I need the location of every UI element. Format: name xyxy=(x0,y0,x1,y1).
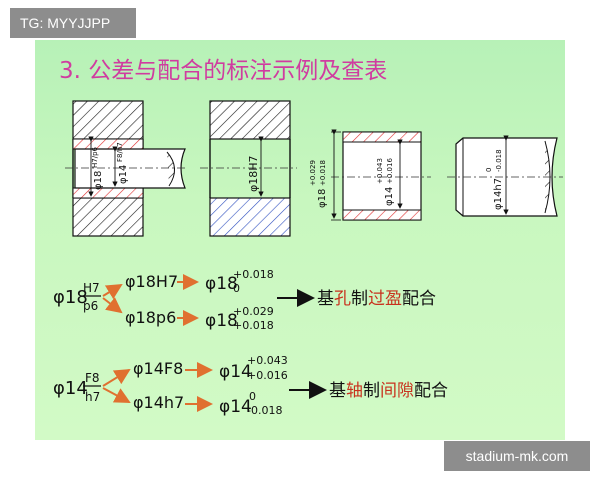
bushing-inner-dim: φ14 xyxy=(384,187,395,206)
assembly-shaft-dim: φ14 xyxy=(118,165,129,184)
slide-title: 3. 公差与配合的标注示例及查表 xyxy=(59,58,387,84)
assembly-shaft-fit: F8/h7 xyxy=(116,142,124,162)
bushing-outer-dim: φ18 xyxy=(317,189,328,208)
assembly-dim: φ18 xyxy=(93,171,104,190)
fit1-shaft-dim: φ18 xyxy=(205,311,238,331)
hole-label: φ18H7 xyxy=(247,155,260,192)
fit1-shaft-code: φ18p6 xyxy=(125,308,176,327)
slide: 3. 公差与配合的标注示例及查表 φ18 H7/p6 φ14 F8/h7 xyxy=(35,40,565,440)
fit-row-2: φ14 F8 h7 φ14F8 φ14h7 φ14 +0.043 +0.016 … xyxy=(53,354,448,417)
fit1-hole-upper: +0.018 xyxy=(233,268,274,281)
fit2-shaft-lower: -0.018 xyxy=(247,404,282,417)
fit2-result: 基轴制间隙配合 xyxy=(329,381,448,401)
bushing-drawing: φ18 +0.029 +0.018 φ14 +0.043 +0.016 xyxy=(309,129,431,221)
fit1-base: φ18 xyxy=(53,287,88,308)
fit2-hole-upper: +0.043 xyxy=(247,354,288,367)
fit1-shaft-lower: +0.018 xyxy=(233,319,274,332)
fit1-hole-lower: 0 xyxy=(233,282,240,295)
shaft-dim: φ14h7 xyxy=(493,178,504,210)
fit2-hole-code: φ14F8 xyxy=(133,359,183,378)
fit2-hole-dim: φ14 xyxy=(219,362,252,382)
fit-row-1: φ18 H7 p6 φ18H7 φ18p6 φ18 +0.018 0 φ18 +… xyxy=(53,268,436,332)
fit2-base: φ14 xyxy=(53,378,88,399)
hole-drawing: φ18H7 xyxy=(200,100,297,237)
watermark: stadium-mk.com xyxy=(444,441,590,471)
shaft-drawing: φ14h7 0 -0.018 xyxy=(447,135,563,217)
fit1-hole-code: φ18H7 xyxy=(125,272,178,291)
assembly-fit: H7/p6 xyxy=(91,146,99,168)
channel-tag: TG: MYYJJPP xyxy=(10,8,136,38)
fit1-hole-dim: φ18 xyxy=(205,274,238,294)
bushing-inner-upper: +0.043 xyxy=(376,158,384,184)
fit1-shaft-upper: +0.029 xyxy=(233,305,274,318)
fit2-numerator: F8 xyxy=(85,371,100,385)
fit1-numerator: H7 xyxy=(83,281,100,295)
fit2-hole-lower: +0.016 xyxy=(247,369,288,382)
shaft-lower: -0.018 xyxy=(495,149,503,172)
diagram-canvas: 3. 公差与配合的标注示例及查表 φ18 H7/p6 φ14 F8/h7 xyxy=(53,58,563,417)
shaft-upper: 0 xyxy=(485,168,493,172)
bushing-outer-upper: +0.029 xyxy=(309,160,317,186)
fit1-denominator: p6 xyxy=(83,299,98,313)
fit1-result: 基孔制过盈配合 xyxy=(317,289,436,309)
bushing-inner-lower: +0.016 xyxy=(386,158,394,184)
assembly-drawing: φ18 H7/p6 φ14 F8/h7 xyxy=(65,100,187,237)
bushing-outer-lower: +0.018 xyxy=(319,160,327,186)
fit2-shaft-dim: φ14 xyxy=(219,397,252,417)
fit2-shaft-code: φ14h7 xyxy=(133,393,184,412)
fit2-denominator: h7 xyxy=(85,390,100,404)
fit2-shaft-upper: 0 xyxy=(249,390,256,403)
